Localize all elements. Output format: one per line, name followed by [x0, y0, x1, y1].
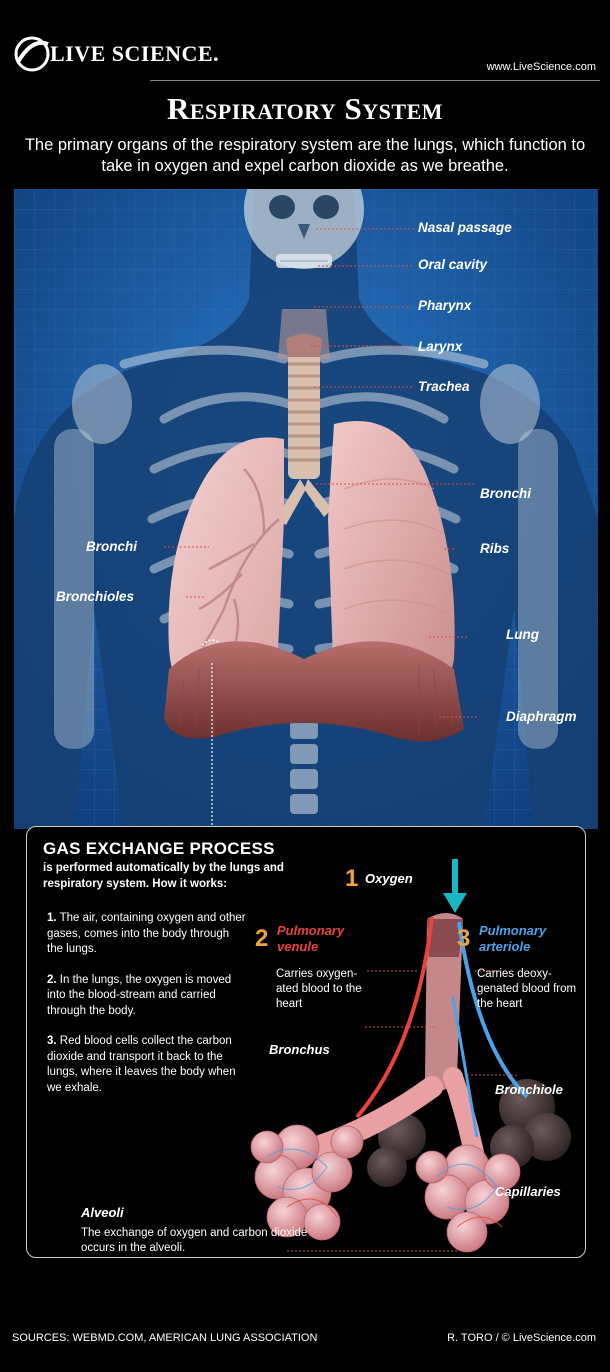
- logo-text: LIVE SCIENCE.: [50, 41, 220, 66]
- alveoli-title: Alveoli: [81, 1205, 124, 1220]
- capillaries-label: Capillaries: [495, 1184, 561, 1199]
- bronchial-tree: [192, 468, 280, 660]
- header: LIVE SCIENCE. www.LiveScience.com: [0, 0, 610, 92]
- label-trachea: Trachea: [418, 379, 470, 394]
- venule-description: Carries oxygen-ated blood to the heart: [276, 968, 362, 1010]
- header-divider: [150, 80, 600, 81]
- label-nasal-passage: Nasal passage: [418, 220, 512, 235]
- label-larynx: Larynx: [418, 339, 463, 354]
- label-diaphragm: Diaphragm: [506, 709, 577, 724]
- left-lung: [328, 421, 455, 711]
- sources: SOURCES: WEBMD.COM, AMERICAN LUNG ASSOCI…: [12, 1332, 318, 1344]
- logo-swoosh-icon: [14, 36, 50, 72]
- label-bronchioles: Bronchioles: [56, 589, 135, 604]
- diaphragm: [164, 641, 464, 742]
- alveoli-description: The exchange of oxygen and carbon dioxid…: [81, 1227, 308, 1254]
- livescience-logo[interactable]: LIVE SCIENCE.: [12, 34, 219, 74]
- gas-exchange-subtitle: is performed automatically by the lungs …: [43, 862, 284, 890]
- gas-exchange-title: GAS EXCHANGE PROCESS: [43, 839, 275, 858]
- label-lung: Lung: [506, 627, 539, 642]
- venule-label: Pulmonary venule: [277, 923, 345, 954]
- label-oral-cavity: Oral cavity: [418, 257, 488, 272]
- oxygen-label: Oxygen: [365, 871, 413, 886]
- label-bronchi-left: Bronchi: [86, 539, 138, 554]
- label-pharynx: Pharynx: [418, 298, 472, 313]
- alveoli-illustration: [250, 859, 571, 1253]
- label-bronchi-right: Bronchi: [480, 486, 532, 501]
- credit: R. TORO / © LiveScience.com: [447, 1332, 596, 1344]
- steps-list: 1. The air, containing oxygen and other …: [47, 911, 247, 1111]
- respiratory-figure: Nasal passage Oral cavity Pharynx Larynx…: [14, 189, 598, 829]
- venule-number: 2: [255, 925, 269, 952]
- page-subtitle: The primary organs of the respiratory sy…: [24, 136, 586, 175]
- anatomy-illustration: [14, 189, 598, 829]
- page-title: Respiratory System: [166, 91, 444, 126]
- arteriole-number: 3: [457, 925, 471, 952]
- skull: [244, 189, 364, 269]
- step-1: 1. The air, containing oxygen and other …: [47, 912, 246, 955]
- arteriole-label: Pulmonary arteriole: [479, 923, 547, 954]
- label-ribs: Ribs: [480, 541, 510, 556]
- step-2: 2. In the lungs, the oxygen is moved int…: [47, 973, 232, 1017]
- bronchiole-label: Bronchiole: [495, 1082, 563, 1097]
- bronchus-label: Bronchus: [269, 1042, 330, 1057]
- arteriole-description: Carries deoxy-genated blood from the hea…: [477, 968, 577, 1010]
- oxygen-number: 1: [345, 865, 359, 892]
- step-3: 3. Red blood cells collect the carbon di…: [47, 1035, 236, 1094]
- gas-exchange-panel: GAS EXCHANGE PROCESS is performed automa…: [26, 826, 586, 1258]
- site-url[interactable]: www.LiveScience.com: [486, 61, 596, 73]
- trachea: [276, 334, 332, 525]
